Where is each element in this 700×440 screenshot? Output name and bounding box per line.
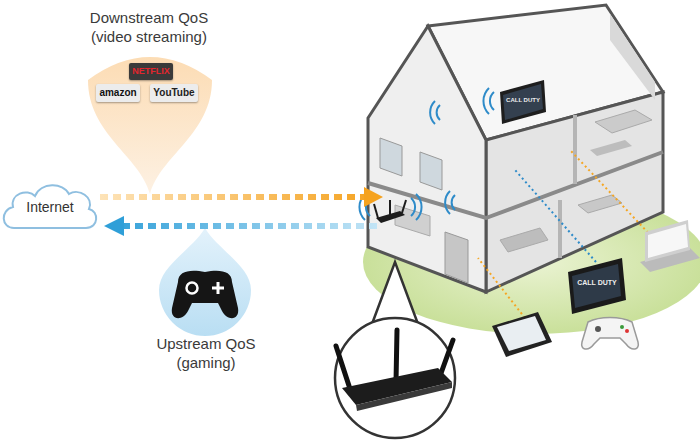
- logo-badge: amazon: [96, 84, 140, 102]
- callout-heading: Downstream QoS (video streaming): [76, 6, 222, 50]
- screen-logo: CALL DUTY: [574, 279, 620, 286]
- downstream-arrow: [100, 194, 366, 200]
- partition-wall: [573, 115, 577, 184]
- table: [578, 195, 622, 213]
- router-callout: [335, 318, 455, 438]
- callout-heading: Upstream QoS (gaming): [140, 332, 272, 376]
- wifi-signal: [445, 191, 455, 214]
- controller-button: [620, 325, 624, 329]
- node-shape: [159, 228, 251, 336]
- wifi-signal: [483, 88, 494, 114]
- device-link: [478, 258, 525, 318]
- upstream-arrow: [122, 223, 378, 229]
- device-link: [515, 170, 596, 262]
- router-antenna: [440, 340, 453, 376]
- callout-pointer: [372, 262, 418, 324]
- dresser: [590, 140, 632, 156]
- router-antenna: [389, 200, 391, 215]
- internet-cloud: Internet: [0, 176, 100, 234]
- cloud-label: Internet: [0, 198, 100, 218]
- tablet: [492, 312, 552, 357]
- cabinet: [395, 205, 430, 236]
- wifi-signal: [430, 101, 440, 124]
- laptop-lid: [645, 220, 690, 262]
- bed: [595, 110, 652, 133]
- router-antenna: [396, 330, 397, 382]
- floor-line: [368, 152, 663, 218]
- node-outline: [140, 226, 272, 376]
- logo-badge: YouTube: [150, 84, 198, 102]
- wifi-signal: [359, 194, 370, 220]
- qos-callout: Upstream QoS (gaming): [140, 226, 272, 376]
- monitor: [568, 258, 626, 314]
- logo-text: amazon: [96, 84, 140, 102]
- qos-callout: Downstream QoS (video streaming) NETFLIX a…: [76, 6, 222, 200]
- router-antenna: [402, 200, 406, 213]
- device-link: [570, 150, 655, 240]
- node-shape: [88, 57, 212, 194]
- attic-wall: [610, 14, 655, 100]
- controller-stick: [595, 326, 601, 332]
- tablet-screen: [497, 316, 546, 351]
- partition-wall: [558, 200, 562, 258]
- window: [420, 152, 442, 190]
- television: [500, 80, 546, 124]
- laptop-screen: [648, 224, 688, 258]
- logo-text: YouTube: [150, 84, 198, 102]
- door: [445, 232, 468, 283]
- gable-wall: [368, 26, 486, 292]
- arrow-head: [104, 216, 124, 236]
- monitor-screen: [572, 264, 621, 308]
- arrow-head: [364, 187, 383, 207]
- sofa: [500, 228, 548, 252]
- side-wall: [486, 92, 663, 292]
- wifi-signal: [411, 194, 422, 220]
- logo-text: NETFLIX: [129, 63, 173, 80]
- router-edge: [356, 382, 452, 411]
- screen-logo: CALL DUTY: [501, 97, 545, 103]
- game-controller: [582, 318, 639, 350]
- logo-badge: NETFLIX: [129, 63, 173, 80]
- router-antenna: [336, 346, 351, 392]
- window: [380, 138, 402, 176]
- router-antenna: [374, 204, 378, 218]
- controller-button: [625, 329, 629, 333]
